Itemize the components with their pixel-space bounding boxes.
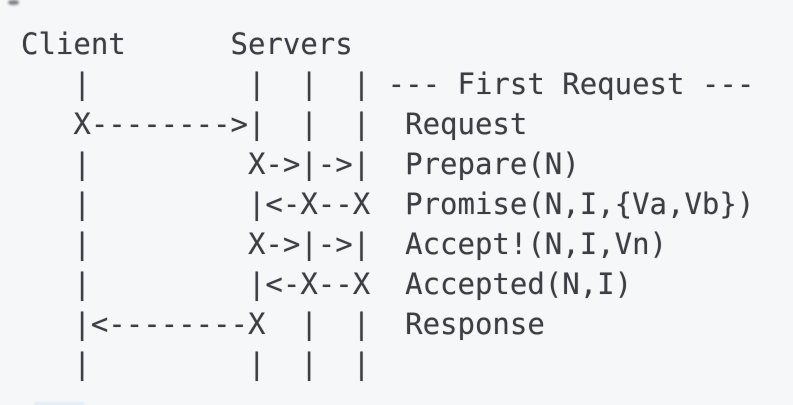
bottom-edge-artifact bbox=[34, 402, 84, 405]
lifelines-row-section-first-request: | | | | --- First Request --- bbox=[21, 67, 755, 101]
message-row-request: X-------->| | | Request bbox=[21, 107, 528, 141]
header-row-actors: Client Servers bbox=[21, 27, 353, 61]
message-row-prepare: | X->|->| Prepare(N) bbox=[21, 147, 580, 181]
footer-lifelines-row: | | | | bbox=[21, 347, 371, 381]
paxos-sequence-diagram: Client Servers | | | | --- First Request… bbox=[21, 24, 754, 384]
message-row-accept: | X->|->| Accept!(N,I,Vn) bbox=[21, 227, 668, 261]
corner-smudge-artifact bbox=[8, 0, 19, 5]
message-row-accepted: | |<-X--X Accepted(N,I) bbox=[21, 267, 633, 301]
message-row-promise: | |<-X--X Promise(N,I,{Va,Vb}) bbox=[21, 187, 755, 221]
message-row-response: |<--------X | | Response bbox=[21, 307, 545, 341]
